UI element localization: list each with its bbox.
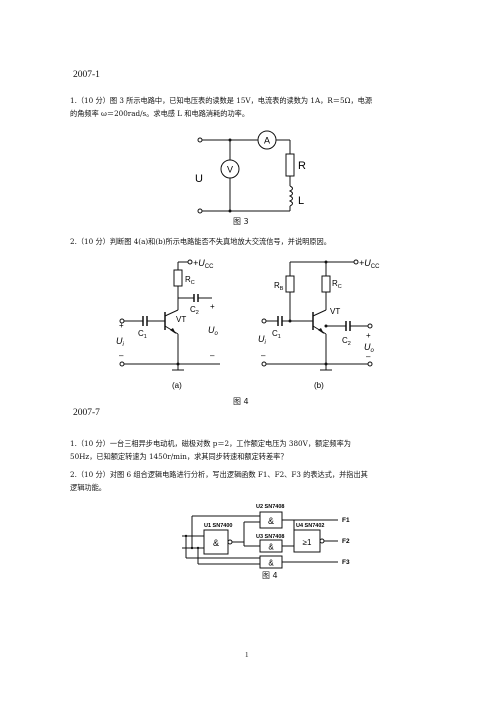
question-1: 1.（10 分）图 3 所示电路中，已知电压表的读数是 15V，电流表的读数为 …: [70, 94, 440, 120]
label-u3: U3 SN7408: [256, 534, 284, 540]
terminal-top: [197, 137, 203, 143]
c2-label-a: C2: [190, 305, 199, 316]
question-3-line-1: 1.（10 分）一台三相异步电动机，磁极对数 p＝2，工作额定电压为 380V，…: [70, 439, 351, 448]
c1-label-b: C1: [272, 329, 281, 340]
transistor-label-b: VT: [330, 307, 340, 316]
question-2: 2.（10 分）判断图 4(a)和(b)所示电路能否不失真地放大交流信号，并说明…: [70, 235, 440, 248]
resistor-label: R: [298, 160, 306, 172]
svg-text:–: –: [366, 352, 371, 361]
rc-label-b: RC: [332, 279, 342, 290]
label-b: (b): [314, 381, 324, 390]
rb-label-b: RB: [274, 281, 284, 292]
ammeter-label: A: [264, 136, 270, 146]
svg-text:+: +: [119, 321, 124, 330]
question-4-line-2: 逻辑功能。: [70, 483, 106, 492]
output-f1: F1: [342, 517, 350, 524]
output-f2: F2: [342, 538, 350, 545]
svg-text:–: –: [210, 351, 215, 360]
inductor-label: L: [298, 195, 304, 207]
page-number: 1: [245, 651, 249, 659]
figure-logic-circuit: & & & & ≥1 U2 SN7408 U1 SN7400 U3 SN7408…: [182, 504, 350, 569]
label-u4: U4 SN7402: [296, 523, 324, 529]
question-4: 2.（10 分）对图 6 组合逻辑电路进行分析，写出逻辑函数 F1、F2、F3 …: [70, 468, 440, 494]
question-2-line-1: 2.（10 分）判断图 4(a)和(b)所示电路能否不失真地放大交流信号，并说明…: [70, 237, 331, 246]
output-voltage-label-b: Uo: [364, 342, 375, 354]
section-heading-2007-7: 2007-7: [73, 408, 100, 418]
c1-label-a: C1: [138, 329, 147, 340]
transistor-label-a: VT: [176, 315, 186, 324]
ammeter-symbol: [257, 130, 277, 150]
question-3-line-2: 50Hz，已知额定转速为 1450r/min，求其同步转速和额定转差率？: [70, 452, 288, 461]
collector-resistor-a: [173, 269, 183, 287]
figure-3-caption: 图 3: [233, 217, 249, 226]
input-voltage-label-b: Ui: [258, 334, 267, 346]
figure-3-circuit: A V U R L: [195, 130, 306, 214]
label-a: (a): [172, 381, 182, 390]
vcc-label-b: +UCC: [359, 258, 380, 270]
output-voltage-label-a: Uo: [208, 325, 219, 337]
svg-text:+: +: [210, 302, 215, 311]
voltmeter-label: V: [227, 165, 233, 175]
question-4-line-1: 2.（10 分）对图 6 组合逻辑电路进行分析，写出逻辑函数 F1、F2、F3 …: [70, 470, 368, 479]
figure-4-caption: 图 4: [233, 397, 249, 406]
figure-4b-amplifier: +UCC RB RC C1 C2 VT Ui Uo + – – (b): [258, 258, 380, 390]
inductor-symbol: [288, 185, 293, 207]
svg-text:≥1: ≥1: [303, 538, 312, 547]
svg-text:&: &: [213, 538, 219, 548]
svg-text:+: +: [366, 331, 371, 340]
figure-4a-amplifier: +UCC RC C2 C1 VT Ui Uo + – + – (a): [116, 258, 220, 390]
collector-resistor-b: [321, 275, 331, 293]
source-voltage-label: U: [195, 173, 203, 185]
svg-text:&: &: [268, 543, 274, 552]
svg-text:–: –: [119, 351, 124, 360]
base-resistor-b: [285, 275, 295, 293]
figure-logic-caption: 图 4: [262, 571, 278, 580]
input-voltage-label-a: Ui: [116, 336, 125, 348]
label-u2: U2 SN7408: [256, 504, 284, 510]
svg-text:&: &: [268, 559, 274, 568]
svg-text:&: &: [268, 516, 274, 526]
vcc-label-a: +UCC: [193, 258, 214, 270]
output-f3: F3: [342, 559, 350, 566]
question-1-line-2: 的角频率 ω＝200rad/s。求电感 L 和电路消耗的功率。: [70, 109, 250, 118]
c2-label-b: C2: [342, 336, 351, 347]
question-3: 1.（10 分）一台三相异步电动机，磁极对数 p＝2，工作额定电压为 380V，…: [70, 437, 440, 463]
label-u1: U1 SN7400: [204, 523, 232, 529]
terminal-bottom: [197, 208, 203, 214]
section-heading-2007-1: 2007-1: [73, 70, 100, 80]
svg-text:–: –: [261, 351, 266, 360]
rc-label-a: RC: [185, 275, 195, 286]
resistor-symbol: [285, 153, 295, 177]
question-1-line-1: 1.（10 分）图 3 所示电路中，已知电压表的读数是 15V，电流表的读数为 …: [70, 96, 373, 105]
